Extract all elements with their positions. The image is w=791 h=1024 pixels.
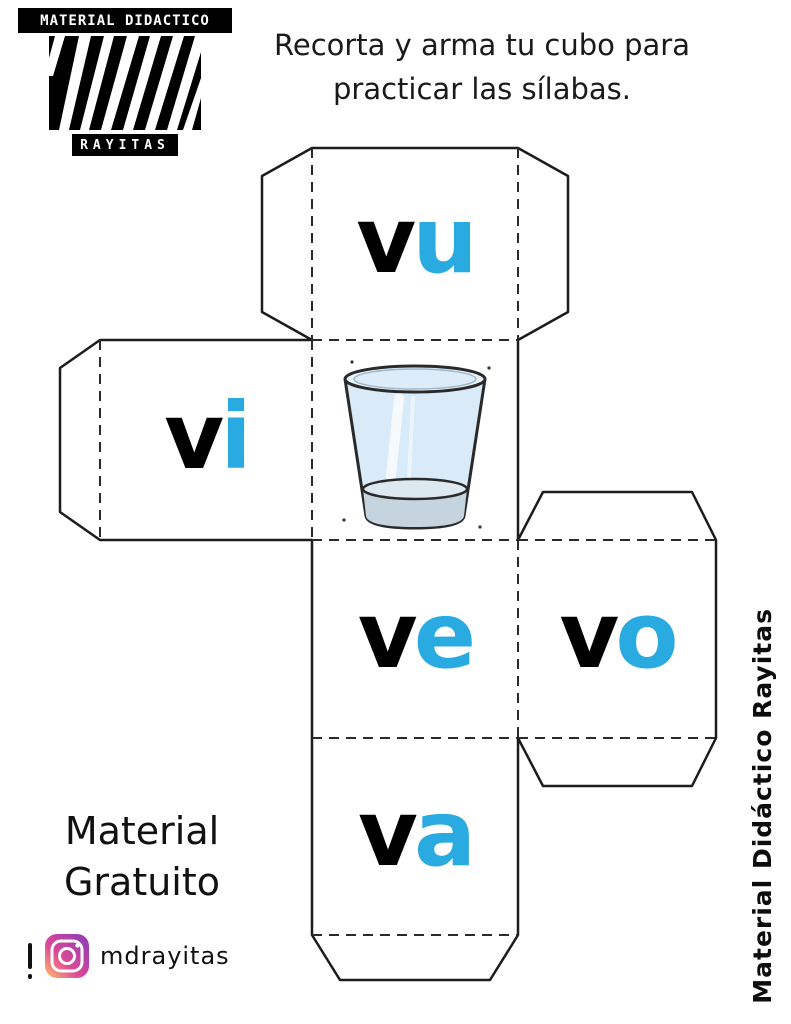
syllable-consonant: v [356,187,416,294]
instagram-icon [45,934,89,978]
cube-face-vo: vo [518,590,716,682]
syllable-vowel: u [412,187,477,294]
brand-logo: MATERIAL DIDACTICO RAYITAS [18,8,232,156]
free-line-1: Material [64,809,220,853]
syllable-vowel: a [413,780,476,887]
logo-title: MATERIAL DIDACTICO [18,8,232,33]
cube-face-vi: vi [100,391,312,483]
syllable-vowel: e [413,582,476,689]
syllable-consonant: v [559,582,619,689]
instruction-line-2: practicar las sílabas. [333,71,631,106]
glass-of-water-icon [342,360,491,530]
syllable-consonant: v [357,582,418,689]
instructions-text: Recorta y arma tu cubo para practicar la… [252,24,712,111]
syllable-vowel: i [220,383,251,490]
exclamation-mark [28,943,32,979]
zebra-pattern-icon [49,36,201,130]
instagram-row: mdrayitas [28,930,230,982]
syllable-vowel: o [615,582,678,689]
syllable-consonant: v [164,383,224,490]
instruction-line-1: Recorta y arma tu cubo para [274,28,690,62]
logo-subtitle: RAYITAS [72,134,178,156]
instagram-handle: mdrayitas [100,942,230,970]
cube-face-vu: vu [312,195,518,287]
cube-face-ve: ve [312,590,518,682]
cube-face-va: va [312,788,518,880]
syllable-consonant: v [357,780,418,887]
vertical-credit: Material Didáctico Rayitas [748,608,777,1004]
fold-lines [99,148,716,936]
free-line-2: Gratuito [63,860,221,905]
material-gratuito-label: Material Gratuito [38,806,246,909]
cube-net-outline [58,146,718,982]
